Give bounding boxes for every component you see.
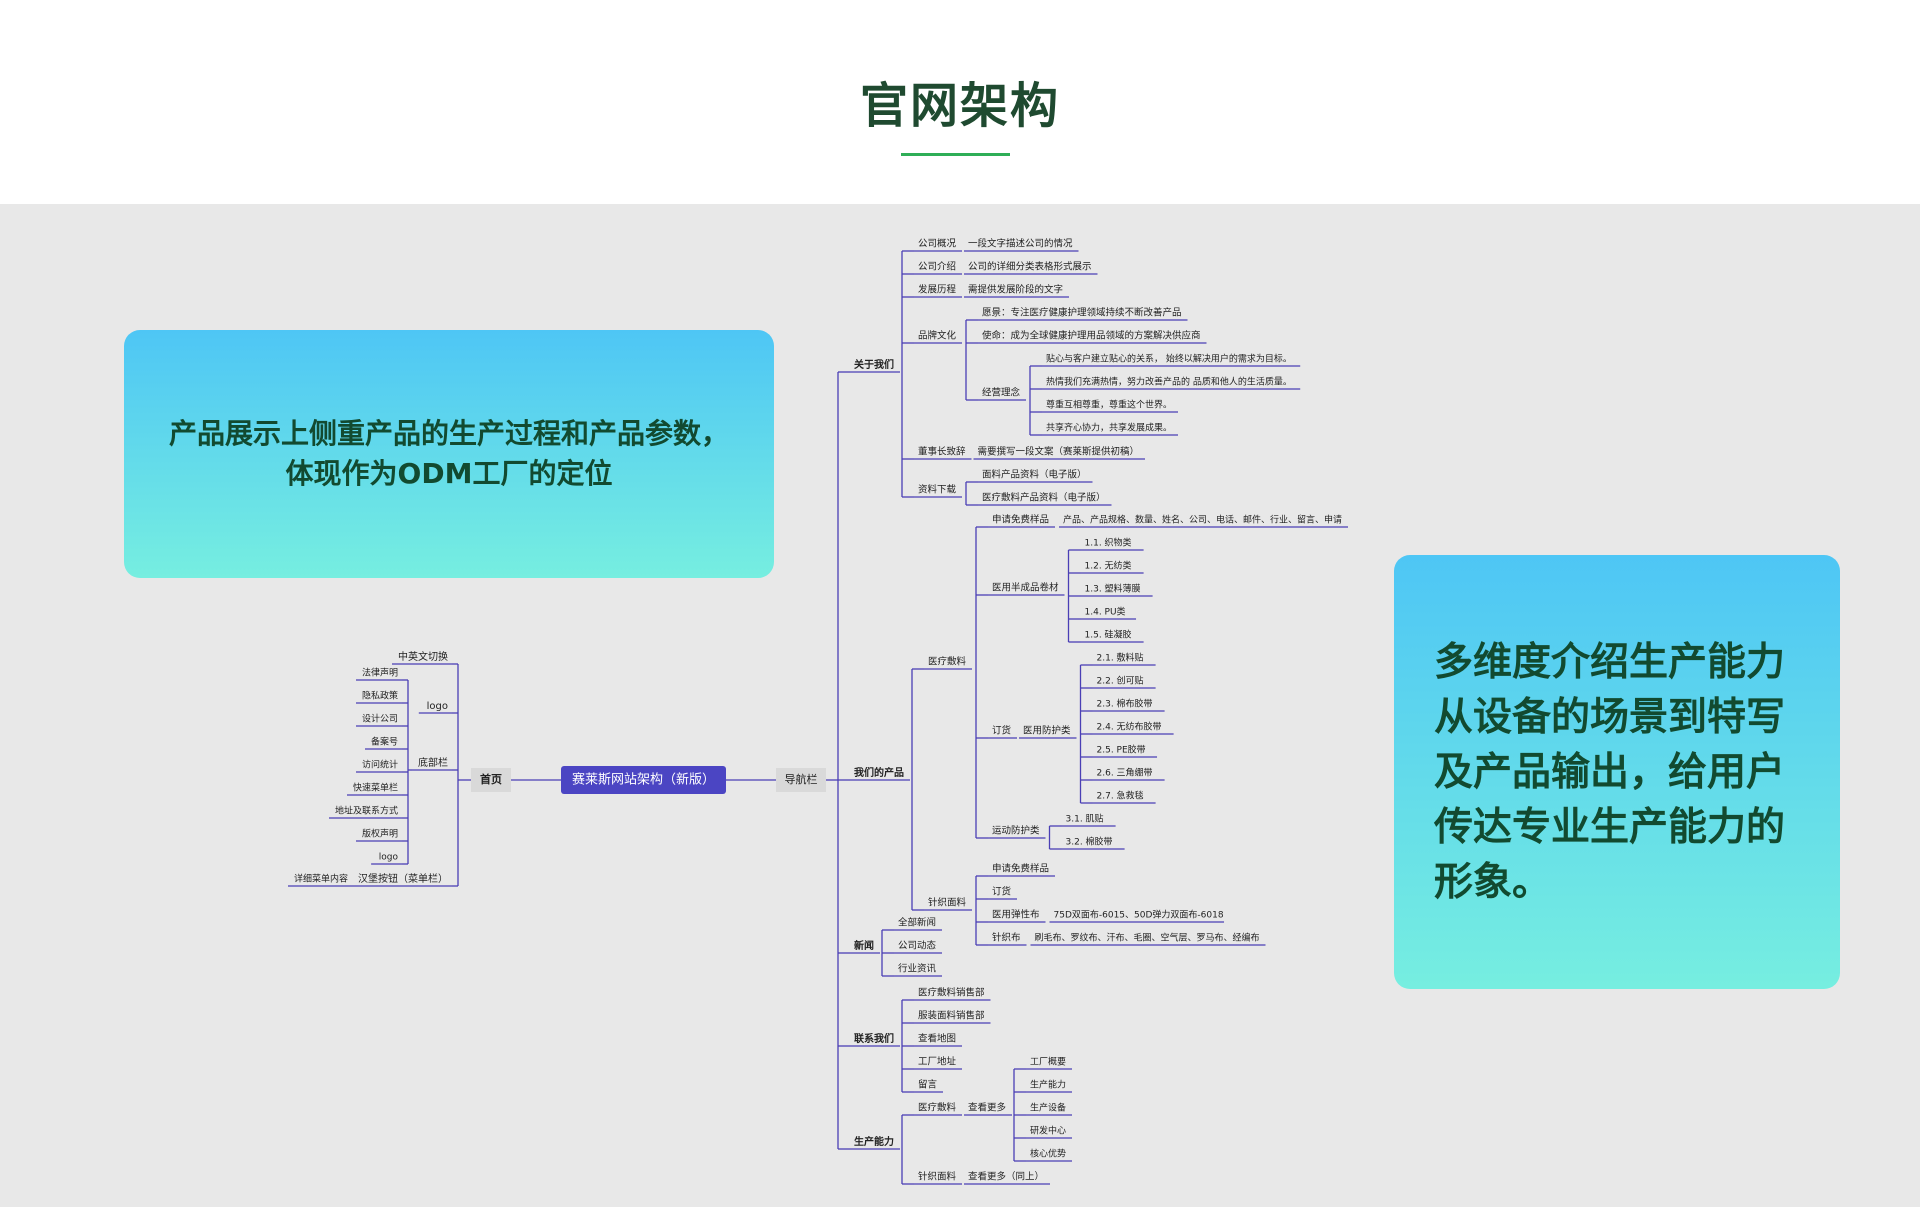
node-查看更多-同上: 查看更多（同上） (968, 1171, 1044, 1183)
node-全部新闻: 全部新闻 (898, 917, 936, 929)
node-使命-成为全球健康护理用品领域的方案解决供应商: 使命：成为全球健康护理用品领域的方案解决供应商 (982, 330, 1201, 342)
nav-tag-box (776, 768, 826, 792)
node-医疗敷料产品资料-电子版: 医疗敷料产品资料（电子版） (982, 492, 1106, 504)
node-1-4-PU类: 1.4. PU类 (1085, 606, 1126, 618)
node-工厂地址: 工厂地址 (918, 1056, 957, 1068)
node-1-1-织物类: 1.1. 织物类 (1085, 537, 1132, 549)
node-订货: 订货 (992, 725, 1011, 737)
node-医疗敷料: 医疗敷料 (918, 1102, 957, 1114)
node-2-5-PE胶带: 2.5. PE胶带 (1097, 744, 1146, 756)
root-node-label: 赛莱斯网站架构（新版） (572, 772, 715, 788)
node-3-2-棉胶带: 3.2. 棉胶带 (1066, 836, 1113, 848)
node-2-6-三角绷带: 2.6. 三角绷带 (1097, 767, 1153, 779)
node-需要撰写一段文案-赛莱斯提供初稿: 需要撰写一段文案（赛莱斯提供初稿） (978, 446, 1140, 458)
page-title: 官网架构 (859, 78, 1060, 134)
node-1-5-硅凝胶: 1.5. 硅凝胶 (1085, 629, 1132, 641)
node-75D双面布-6015-50D弹力双面布-601: 75D双面布-6015、50D弹力双面布-6018 (1054, 909, 1224, 921)
node-快速菜单栏: 快速菜单栏 (353, 782, 398, 794)
node-法律声明: 法律声明 (362, 667, 398, 679)
node-面料产品资料-电子版: 面料产品资料（电子版） (982, 469, 1087, 481)
node-新闻: 新闻 (854, 939, 874, 952)
node-生产能力: 生产能力 (1030, 1079, 1066, 1091)
node-地址及联系方式: 地址及联系方式 (335, 805, 398, 817)
node-针织面料: 针织面料 (918, 1171, 957, 1183)
root-node-box (561, 766, 726, 794)
node-需提供发展阶段的文字: 需提供发展阶段的文字 (968, 284, 1063, 296)
node-研发中心: 研发中心 (1030, 1125, 1066, 1137)
node-针织面料: 针织面料 (928, 897, 967, 909)
node-生产能力: 生产能力 (854, 1135, 894, 1148)
callout-capability: 多维度介绍生产能力 从设备的场景到特写 及产品输出，给用户 传达专业生产能力的 … (1394, 555, 1840, 989)
node-访问统计: 访问统计 (362, 759, 398, 771)
node-产品-产品规格-数量-姓名-公司-电话-邮件-行: 产品、产品规格、数量、姓名、公司、电话、邮件、行业、留言、申请 (1063, 514, 1342, 526)
node-愿景-专注医疗健康护理领域持续不断改善产品: 愿景：专注医疗健康护理领域持续不断改善产品 (982, 307, 1182, 319)
node-服装面料销售部: 服装面料销售部 (918, 1010, 985, 1022)
node-中英文切换: 中英文切换 (398, 650, 448, 663)
page-header: 官网架构 (0, 0, 1920, 204)
callout-capability-text: 多维度介绍生产能力 从设备的场景到特写 及产品输出，给用户 传达专业生产能力的 … (1434, 639, 1786, 905)
node-刷毛布-罗纹布-汗布-毛圈-空气层-罗马布-经编: 刷毛布、罗纹布、汗布、毛圈、空气层、罗马布、经编布 (1035, 932, 1260, 944)
node-公司的详细分类表格形式展示: 公司的详细分类表格形式展示 (968, 261, 1092, 273)
node-发展历程: 发展历程 (918, 284, 957, 296)
node-2-7-急救毯: 2.7. 急救毯 (1097, 790, 1144, 802)
node-申请免费样品: 申请免费样品 (992, 514, 1049, 526)
node-经营理念: 经营理念 (982, 387, 1021, 399)
home-tag-box (471, 768, 511, 792)
node-备案号: 备案号 (371, 736, 398, 748)
node-公司概况: 公司概况 (918, 238, 957, 250)
node-我们的产品: 我们的产品 (854, 766, 904, 779)
callout-product-focus-text: 产品展示上侧重产品的生产过程和产品参数， 体现作为ODM工厂的定位 (168, 417, 729, 490)
callout-product-focus: 产品展示上侧重产品的生产过程和产品参数， 体现作为ODM工厂的定位 (124, 330, 774, 578)
node-1-3-塑料薄膜: 1.3. 塑料薄膜 (1085, 583, 1141, 595)
title-underline (901, 153, 1010, 156)
node-申请免费样品: 申请免费样品 (992, 863, 1049, 875)
node-2-3-棉布胶带: 2.3. 棉布胶带 (1097, 698, 1153, 710)
node-资料下载: 资料下载 (918, 484, 957, 496)
node-董事长致辞: 董事长致辞 (918, 446, 966, 458)
home-tag-label: 首页 (480, 772, 502, 786)
node-关于我们: 关于我们 (854, 358, 894, 371)
node-运动防护类: 运动防护类 (992, 825, 1040, 837)
node-医疗敷料销售部: 医疗敷料销售部 (918, 987, 985, 999)
node-一段文字描述公司的情况: 一段文字描述公司的情况 (968, 238, 1073, 250)
node-留言: 留言 (918, 1079, 938, 1091)
node-2-2-创可贴: 2.2. 创可贴 (1097, 675, 1144, 687)
node-生产设备: 生产设备 (1030, 1102, 1066, 1114)
node-医疗敷料: 医疗敷料 (928, 656, 967, 668)
node-尊重互相尊重-尊重这个世界: 尊重互相尊重，尊重这个世界。 (1046, 399, 1172, 411)
node-贴心与客户建立贴心的关系-始终以解决用户的需求为: 贴心与客户建立贴心的关系， 始终以解决用户的需求为目标。 (1046, 353, 1292, 365)
node-3-1-肌贴: 3.1. 肌贴 (1066, 813, 1104, 825)
node-热情我们充满热情-努力改善产品的-品质和他人的生: 热情我们充满热情，努力改善产品的 品质和他人的生活质量。 (1046, 376, 1292, 388)
node-底部栏: 底部栏 (418, 756, 448, 769)
node-医用防护类: 医用防护类 (1023, 725, 1071, 737)
node-工厂概要: 工厂概要 (1030, 1056, 1066, 1068)
node-针织布: 针织布 (992, 932, 1021, 944)
node-医用半成品卷材: 医用半成品卷材 (992, 582, 1059, 594)
node-版权声明: 版权声明 (362, 828, 398, 840)
node-1-2-无纺类: 1.2. 无纺类 (1085, 560, 1132, 572)
node-订货: 订货 (992, 886, 1011, 898)
node-详细菜单内容: 详细菜单内容 (294, 873, 348, 885)
node-汉堡按钮-菜单栏: 汉堡按钮（菜单栏） (358, 872, 448, 885)
node-隐私政策: 隐私政策 (362, 690, 398, 702)
node-logo: logo (427, 701, 448, 712)
node-2-4-无纺布胶带: 2.4. 无纺布胶带 (1097, 721, 1162, 733)
node-行业资讯: 行业资讯 (898, 963, 937, 975)
node-公司介绍: 公司介绍 (918, 261, 956, 273)
node-医用弹性布: 医用弹性布 (992, 909, 1040, 921)
node-共享齐心协力-共享发展成果: 共享齐心协力，共享发展成果。 (1046, 422, 1172, 434)
node-联系我们: 联系我们 (854, 1032, 894, 1045)
node-查看更多: 查看更多 (968, 1102, 1006, 1114)
node-查看地图: 查看地图 (918, 1033, 956, 1045)
node-2-1-敷料贴: 2.1. 敷料贴 (1097, 652, 1144, 664)
node-核心优势: 核心优势 (1030, 1148, 1066, 1160)
nav-tag-label: 导航栏 (785, 772, 818, 786)
node-公司动态: 公司动态 (898, 940, 937, 952)
node-设计公司: 设计公司 (362, 713, 398, 725)
node-品牌文化: 品牌文化 (918, 330, 957, 342)
node-logo: logo (379, 853, 399, 863)
